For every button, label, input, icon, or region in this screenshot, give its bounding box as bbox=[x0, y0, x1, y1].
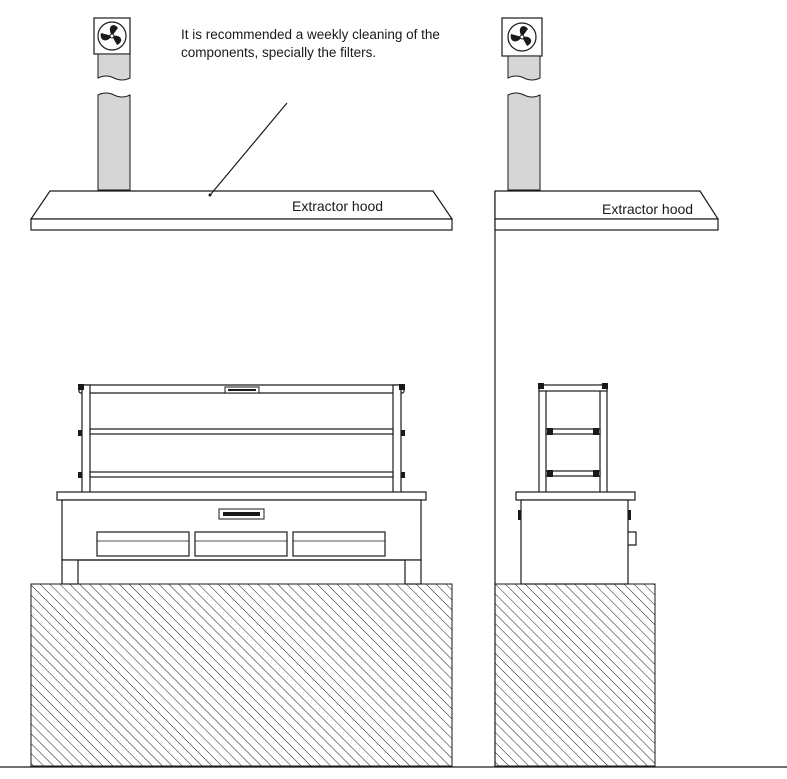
exhaust-duct bbox=[507, 55, 541, 191]
base-foundation bbox=[30, 583, 453, 767]
hood-label: Extractor hood bbox=[292, 198, 383, 214]
fan-icon bbox=[501, 17, 543, 57]
glass-display-guard bbox=[538, 383, 608, 494]
exhaust-duct bbox=[97, 53, 131, 191]
front-view: Extractor hood It is recommended a weekl… bbox=[29, 17, 454, 767]
leader-line bbox=[210, 102, 288, 195]
side-view: Extractor hood bbox=[494, 17, 720, 767]
brand-plate-icon bbox=[218, 508, 265, 520]
counter-unit bbox=[515, 491, 637, 585]
extractor-hood bbox=[494, 190, 720, 231]
brand-plate-icon bbox=[224, 386, 260, 394]
glass-display-guard bbox=[78, 384, 405, 494]
cleaning-note-line2: components, specially the filters. bbox=[181, 45, 376, 60]
vent-grille bbox=[96, 531, 386, 557]
cleaning-note-line1: It is recommended a weekly cleaning of t… bbox=[181, 27, 440, 42]
counter-unit bbox=[56, 491, 427, 585]
extractor-hood bbox=[29, 190, 454, 231]
hood-label: Extractor hood bbox=[602, 201, 693, 217]
base-foundation bbox=[494, 583, 656, 767]
fan-icon bbox=[93, 17, 131, 55]
